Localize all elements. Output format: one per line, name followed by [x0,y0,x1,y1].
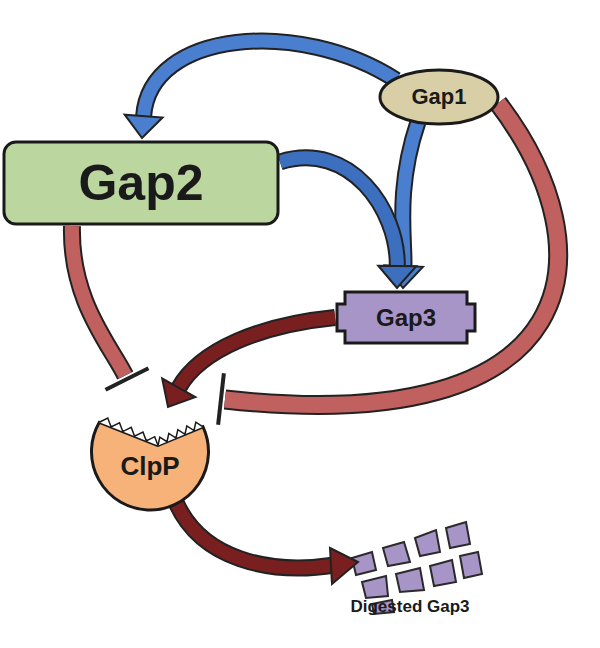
product-label: Digested Gap3 [320,598,500,617]
protease-shape: ClpP [75,385,225,510]
node-label: Gap2 [78,154,203,212]
activation-arrow [280,158,416,288]
protease-shape-outline [75,385,225,510]
protein-tag: Gap3 [335,290,477,345]
activation-arrow [125,41,396,138]
protein-ellipse: Gap1 [378,68,500,126]
protein-box: Gap2 [2,140,280,226]
inhibition-band [72,226,149,390]
node-label: ClpP [120,451,179,482]
node-label: Gap3 [376,304,436,332]
node-label: Gap1 [411,84,466,110]
